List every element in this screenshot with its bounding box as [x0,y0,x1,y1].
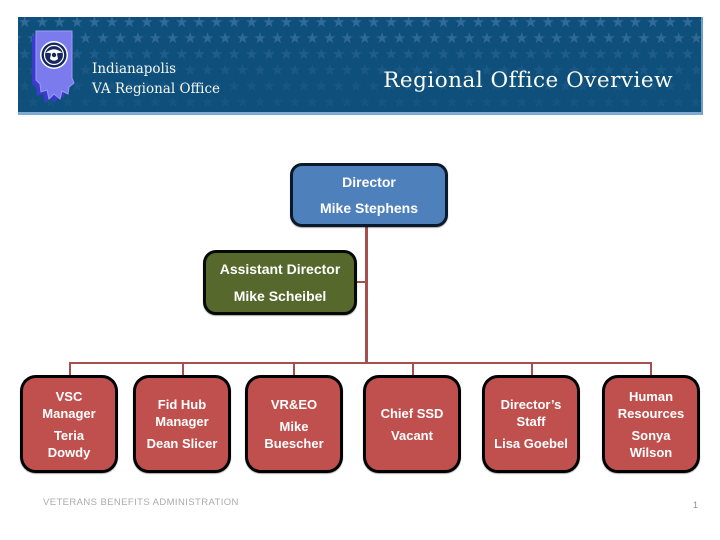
node-person: Mike Scheibel [233,287,327,304]
node-title: Director [342,173,396,190]
node-person: Sonya Wilson [629,427,673,460]
node-person: Dean Slicer [146,436,218,451]
node-title: VSC Manager [42,388,96,421]
org-node-director: Director Mike Stephens [290,163,448,227]
node-title: Fid Hub Manager [155,397,209,429]
connector-stub [531,362,533,376]
connector-stub [69,362,71,376]
footer-text: VETERANS BENEFITS ADMINISTRATION [43,497,239,508]
connector-rail-horizontal [69,362,652,364]
node-title: Chief SSD [380,405,444,421]
stars-row: ★★★★★★★★★★★★★★★★★★★★★★★★★★★★★★★★★★★★★★★★ [18,94,701,111]
va-seal-icon [40,41,68,69]
connector-stub [412,362,414,376]
stars-row: ★★★★★★★★★★★★★★★★★★★★★★★★★★★★★★★★★★★★★★★★ [18,46,701,63]
connector-stub [293,362,295,376]
org-node-vreo: VR&EO Mike Buescher [245,375,343,473]
stars-row: ★★★★★★★★★★★★★★★★★★★★★★★★★★★★★★★★★★★★★★★★ [18,17,701,31]
connector-stub [182,362,184,376]
node-title: Assistant Director [219,260,341,277]
stars-row: ★★★★★★★★★★★★★★★★★★★★★★★★★★★★★★★★★★★★★★★★ [18,62,701,79]
node-person: Mike Stephens [319,199,419,216]
connector-stub [650,362,652,376]
org-name-line2: VA Regional Office [92,81,220,97]
connector-director-vertical [365,225,368,364]
node-person: Lisa Goebel [494,436,568,451]
node-title: VR&EO [270,397,318,412]
node-person: Teria Dowdy [47,427,91,460]
org-node-vsc-manager: VSC Manager Teria Dowdy [20,375,118,473]
node-title: Human Resources [617,388,685,421]
org-name-line1: Indianapolis [92,61,177,77]
org-node-human-resources: Human Resources Sonya Wilson [602,375,700,473]
org-name: Indianapolis VA Regional Office [92,59,220,99]
org-node-assistant-director: Assistant Director Mike Scheibel [203,250,357,315]
connector-assistant-horizontal [356,281,366,283]
page-number: 1 [693,500,699,510]
stars-row: ★★★★★★★★★★★★★★★★★★★★★★★★★★★★★★★★★★★★★★★★ [18,30,701,47]
indiana-va-logo [32,30,75,103]
org-node-chief-ssd: Chief SSD Vacant [363,375,461,473]
slide-title: Regional Office Overview [383,68,673,93]
org-node-fid-hub-manager: Fid Hub Manager Dean Slicer [133,375,231,473]
org-node-directors-staff: Director’s Staff Lisa Goebel [482,375,580,473]
node-title: Director’s Staff [500,397,562,429]
stars-row: ★★★★★★★★★★★★★★★★★★★★★★★★★★★★★★★★★★★★★★★★ [18,78,701,95]
node-person: Mike Buescher [264,419,324,451]
stars-pattern: ★★★★★★★★★★★★★★★★★★★★★★★★★★★★★★★★★★★★★★★★… [18,17,701,110]
node-person: Vacant [391,427,433,443]
header-banner: ★★★★★★★★★★★★★★★★★★★★★★★★★★★★★★★★★★★★★★★★… [18,17,703,115]
